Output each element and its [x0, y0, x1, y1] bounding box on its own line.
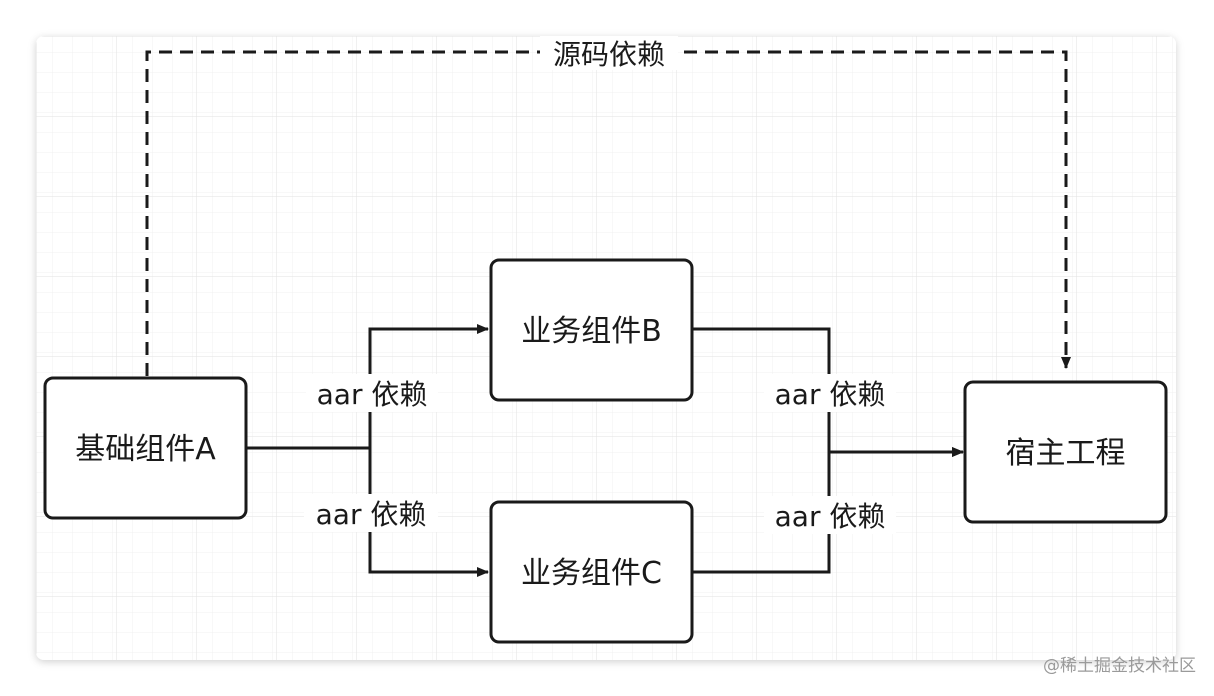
edge-label-bg: [540, 36, 678, 70]
edge-label-a-to-c: aar 依赖: [316, 498, 427, 531]
edge-label-source-dependency: 源码依赖: [553, 38, 665, 71]
edge-label-b-to-host: aar 依赖: [775, 378, 886, 411]
node-business-component-b[interactable]: 业务组件B: [489, 258, 694, 402]
edge-label-backgrounds: [304, 374, 896, 534]
node-label-base-component-a: 基础组件A: [75, 432, 216, 467]
node-business-component-c[interactable]: 业务组件C: [489, 500, 694, 644]
edge-label-c-to-host: aar 依赖: [775, 500, 886, 533]
node-base-component-a[interactable]: 基础组件A: [43, 376, 248, 520]
node-label-business-component-b: 业务组件B: [521, 314, 662, 349]
watermark-text: @稀土掘金技术社区: [1043, 656, 1196, 676]
node-label-business-component-c: 业务组件C: [521, 556, 662, 591]
node-label-host-project: 宿主工程: [1006, 436, 1126, 471]
node-host-project[interactable]: 宿主工程: [963, 380, 1168, 524]
edge-label-a-to-b: aar 依赖: [317, 378, 428, 411]
